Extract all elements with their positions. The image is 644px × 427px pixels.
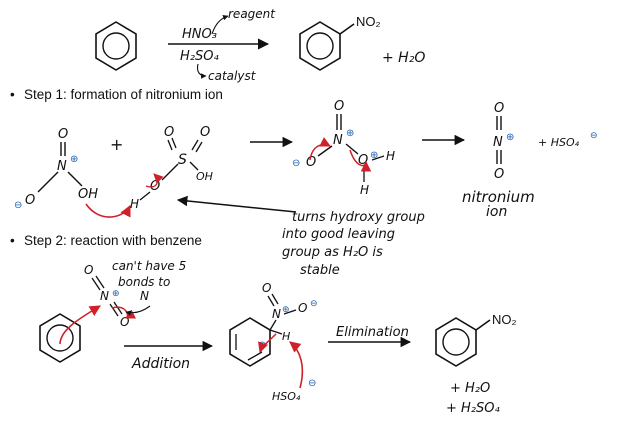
base-hso4: HSO₄ — [272, 390, 301, 403]
svg-text:O: O — [334, 99, 344, 114]
catalyst-note: catalyst — [208, 69, 257, 83]
svg-text:⊕: ⊕ — [70, 154, 78, 165]
svg-text:O: O — [358, 153, 368, 168]
step2-curly-arrow-ch-bond — [258, 333, 277, 353]
benzene-step2 — [39, 313, 81, 363]
catalyst-note-arrow — [196, 63, 207, 79]
final-byproduct-water: + H₂O — [450, 381, 490, 396]
step1-heading: •Step 1: formation of nitronium ion — [10, 87, 223, 102]
svg-text:O: O — [120, 315, 129, 329]
svg-text:O: O — [262, 281, 271, 295]
step1-curly-arrow-n-to-o — [349, 149, 372, 172]
five-bonds-note-2: bonds to — [118, 275, 170, 289]
leaving-group-note-4: stable — [300, 263, 340, 278]
reagent-note: reagent — [228, 7, 276, 21]
svg-text:O: O — [200, 125, 210, 140]
step2-curly-arrow-base-to-h — [289, 341, 304, 389]
reagent-h2so4: H₂SO₄ — [180, 49, 219, 64]
protonated-nitric-acid: O N ⊕ O ⊖ O ⊕ H H — [292, 99, 395, 197]
final-no2-label: NO₂ — [492, 312, 517, 327]
nitronium-ion: O N ⊕ O — [493, 101, 514, 182]
step1-hso4-byproduct: + HSO₄ — [538, 136, 580, 149]
leaving-group-note-3: group as H₂O is — [282, 245, 383, 260]
svg-text:N: N — [272, 307, 281, 321]
svg-text:S: S — [178, 152, 187, 168]
elimination-label: Elimination — [336, 325, 409, 340]
svg-text:O: O — [164, 125, 174, 140]
svg-text:⊖: ⊖ — [292, 158, 300, 169]
svg-text:N: N — [493, 135, 503, 150]
leaving-group-note-1: turns hydroxy group — [292, 210, 425, 225]
nitronium-label-2: ion — [486, 204, 507, 220]
benzene-reactant — [95, 21, 137, 71]
arenium-intermediate: ⊕ N ⊕ O O ⊖ H — [229, 281, 318, 367]
svg-text:⊕: ⊕ — [346, 128, 354, 139]
svg-text:OH: OH — [78, 187, 98, 202]
final-byproduct-acid: + H₂SO₄ — [446, 401, 500, 416]
hso4-charge: ⊖ — [590, 131, 598, 141]
nitrobenzene-product — [299, 21, 355, 71]
svg-text:⊕: ⊕ — [282, 305, 290, 315]
five-bonds-note-1: can't have 5 — [112, 259, 186, 273]
svg-text:⊖: ⊖ — [14, 200, 22, 211]
step1-curly-arrow-bond — [145, 173, 164, 188]
product-no2-label: NO₂ — [356, 14, 381, 29]
nitric-acid-structure: O N ⊕ O ⊖ OH — [14, 127, 98, 211]
svg-text:O: O — [306, 155, 316, 170]
svg-text:N: N — [100, 289, 109, 303]
svg-text:OH: OH — [196, 170, 213, 183]
reagent-hno3: HNO₃ — [182, 27, 217, 42]
svg-text:O: O — [494, 167, 504, 182]
five-bonds-note-arrow — [125, 305, 151, 316]
svg-text:⊕: ⊕ — [506, 132, 514, 143]
overall-byproduct: + H₂O — [382, 50, 425, 66]
svg-text:O: O — [494, 101, 504, 116]
nitronium-step2: O N ⊕ O — [84, 263, 129, 329]
nitrobenzene-final — [435, 317, 491, 367]
svg-text:H: H — [130, 197, 139, 211]
svg-text:⊕: ⊕ — [112, 289, 120, 299]
svg-text:N: N — [57, 159, 67, 174]
sulfuric-acid-structure: O O S OH O H — [130, 125, 213, 211]
svg-text:⊖: ⊖ — [310, 299, 318, 309]
svg-text:O: O — [58, 127, 68, 142]
step1-plus: + — [110, 135, 123, 154]
svg-text:N: N — [333, 133, 343, 148]
leaving-group-note-2: into good leaving — [282, 227, 395, 242]
svg-text:O: O — [84, 263, 93, 277]
reagent-note-arrow — [211, 14, 229, 35]
step2-curly-arrow-ring-to-n — [59, 305, 101, 345]
svg-text:H: H — [386, 149, 395, 163]
base-charge: ⊖ — [308, 378, 316, 389]
svg-text:O: O — [25, 193, 35, 208]
step1-curly-arrow-o-to-n — [309, 137, 331, 161]
five-bonds-note-3: N — [140, 289, 149, 303]
nitronium-label-1: nitronium — [462, 188, 535, 206]
svg-text:H: H — [360, 183, 369, 197]
addition-label: Addition — [131, 356, 190, 372]
step2-heading-text: Step 2: reaction with benzene — [24, 233, 202, 248]
step1-heading-text: Step 1: formation of nitronium ion — [24, 87, 223, 102]
svg-text:O: O — [298, 301, 307, 315]
step2-heading: •Step 2: reaction with benzene — [10, 233, 202, 248]
svg-text:H: H — [282, 330, 290, 343]
leaving-group-annotation-arrow — [176, 195, 297, 213]
step1-curly-arrow-oh-to-h — [85, 203, 131, 218]
svg-text:⊕: ⊕ — [370, 150, 378, 161]
